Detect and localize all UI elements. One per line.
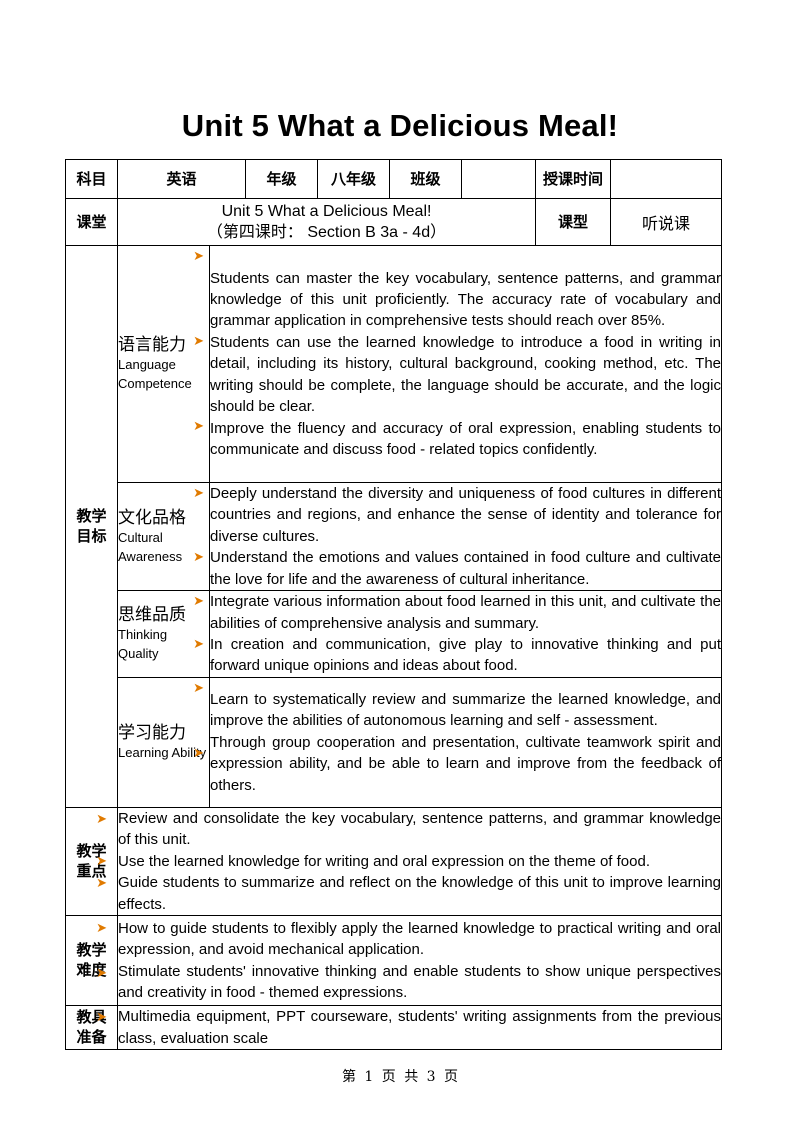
- lesson-label: 课堂: [65, 198, 118, 246]
- grade-value: 八年级: [317, 159, 391, 199]
- category-language-items: Students can master the key vocabulary, …: [208, 245, 723, 483]
- category-thinking-items: Integrate various information about food…: [208, 590, 723, 679]
- objective-item: In creation and communication, give play…: [210, 636, 722, 675]
- grade-label: 年级: [245, 159, 319, 199]
- time-value: [610, 159, 723, 199]
- difficulties-items: How to guide students to flexibly apply …: [116, 915, 723, 1007]
- page-title: Unit 5 What a Delicious Meal!: [181, 108, 619, 143]
- orange-arrow-bullet-icon: ➤: [96, 853, 107, 869]
- objectives-label-text: 教学目标: [76, 507, 107, 545]
- materials-label-text: 教具准备: [76, 1008, 107, 1046]
- category-en: Cultural Awareness: [118, 529, 183, 564]
- category-en: Thinking Quality: [118, 627, 168, 662]
- orange-arrow-bullet-icon: ➤: [96, 811, 107, 827]
- objective-item: Learn to systematically review and summa…: [210, 691, 722, 730]
- difficulties-label-text: 教学难度: [76, 941, 107, 979]
- category-en: Language Competence: [118, 357, 192, 391]
- difficulty-item: How to guide students to flexibly apply …: [118, 919, 722, 959]
- difficulty-item: Stimulate students' innovative thinking …: [118, 962, 722, 1001]
- key-point-item: Guide students to summarize and reflect …: [118, 874, 722, 913]
- lesson-title-line1: Unit 5 What a Delicious Meal!: [221, 203, 432, 220]
- lesson-title-cell: Unit 5 What a Delicious Meal! （第四课时： Sec…: [116, 198, 537, 246]
- objective-item: Integrate various information about food…: [210, 593, 722, 632]
- subject-label: 科目: [65, 159, 118, 199]
- lesson-type-label: 课型: [535, 198, 612, 246]
- key-points-label-text: 教学重点: [76, 842, 107, 880]
- category-zh: 语言能力: [118, 335, 186, 355]
- orange-arrow-bullet-icon: ➤: [96, 920, 107, 936]
- category-learning-items: Learn to systematically review and summa…: [208, 677, 723, 809]
- objective-item: Understand the emotions and values conta…: [210, 549, 722, 588]
- orange-arrow-bullet-icon: ➤: [193, 680, 204, 696]
- class-label: 班级: [389, 159, 463, 199]
- materials-text: Multimedia equipment, PPT courseware, st…: [116, 1005, 723, 1051]
- difficulties-row: ➤ ➤ 教学难度 How to guide students to flexib…: [65, 915, 723, 1007]
- difficulties-label: ➤ ➤ 教学难度: [65, 915, 118, 1007]
- objective-row-language: 教学目标 ➤ ➤ ➤ 语言能力 Language Competence Stud…: [65, 244, 723, 809]
- orange-arrow-bullet-icon: ➤: [193, 549, 204, 564]
- objective-item: Students can use the learned knowledge t…: [210, 333, 722, 416]
- page-footer: 第 1 页 共 3 页: [341, 1069, 459, 1085]
- category-thinking: ➤ ➤ 思维品质 Thinking Quality: [117, 590, 210, 679]
- time-label: 授课时间: [535, 159, 612, 199]
- category-cultural-items: Deeply understand the diversity and uniq…: [208, 481, 723, 592]
- objective-item: Deeply understand the diversity and uniq…: [210, 485, 722, 545]
- header-row: 科目 英语 年级 八年级 班级 授课时间: [65, 159, 723, 199]
- orange-arrow-bullet-icon: ➤: [96, 875, 107, 891]
- objective-item: Students can master the key vocabulary, …: [210, 269, 722, 330]
- lesson-plan-table: 科目 英语 年级 八年级 班级 授课时间 课堂 Unit 5 What a De…: [65, 159, 723, 1051]
- category-zh: 思维品质: [118, 605, 186, 626]
- orange-arrow-bullet-icon: ➤: [193, 333, 204, 348]
- category-en: Learning Ability: [118, 745, 207, 761]
- materials-label: ➤ 教具准备: [65, 1005, 118, 1051]
- category-zh: 学习能力: [118, 723, 186, 744]
- key-points-items: Review and consolidate the key vocabular…: [116, 807, 723, 917]
- objective-item: Through group cooperation and presentati…: [210, 733, 722, 794]
- orange-arrow-bullet-icon: ➤: [193, 593, 204, 609]
- lesson-row: 课堂 Unit 5 What a Delicious Meal! （第四课时： …: [65, 198, 723, 246]
- class-value: [461, 159, 537, 199]
- category-cultural: ➤ ➤ 文化品格 Cultural Awareness: [117, 481, 210, 592]
- category-learning: ➤ ➤ 学习能力 Learning Ability: [117, 677, 210, 809]
- key-point-item: Use the learned knowledge for writing an…: [118, 852, 650, 870]
- orange-arrow-bullet-icon: ➤: [96, 965, 107, 981]
- lesson-title-line2: （第四课时： Section B 3a - 4d）: [206, 224, 447, 241]
- key-point-item: Review and consolidate the key vocabular…: [118, 810, 722, 849]
- lesson-type-value: 听说课: [610, 198, 723, 246]
- objective-row-thinking: ➤ ➤ 思维品质 Thinking Quality Integrate vari…: [66, 590, 723, 679]
- objective-row-learning: ➤ ➤ 学习能力 Learning Ability Learn to syste…: [66, 677, 723, 809]
- objective-row-cultural: ➤ ➤ 文化品格 Cultural Awareness Deeply under…: [66, 481, 723, 592]
- orange-arrow-bullet-icon: ➤: [193, 248, 204, 263]
- orange-arrow-bullet-icon: ➤: [193, 485, 204, 500]
- objective-item: Improve the fluency and accuracy of oral…: [210, 419, 722, 458]
- category-language: ➤ ➤ ➤ 语言能力 Language Competence: [117, 245, 210, 483]
- subject-value: 英语: [116, 159, 247, 199]
- orange-arrow-bullet-icon: ➤: [96, 1009, 107, 1025]
- orange-arrow-bullet-icon: ➤: [193, 745, 204, 761]
- key-points-row: ➤ ➤ ➤ 教学重点 Review and consolidate the ke…: [65, 807, 723, 917]
- category-zh: 文化品格: [118, 507, 186, 528]
- key-points-label: ➤ ➤ ➤ 教学重点: [65, 807, 118, 917]
- orange-arrow-bullet-icon: ➤: [193, 636, 204, 652]
- orange-arrow-bullet-icon: ➤: [193, 418, 204, 433]
- materials-row: ➤ 教具准备 Multimedia equipment, PPT coursew…: [65, 1005, 723, 1051]
- objectives-label: 教学目标: [65, 244, 118, 809]
